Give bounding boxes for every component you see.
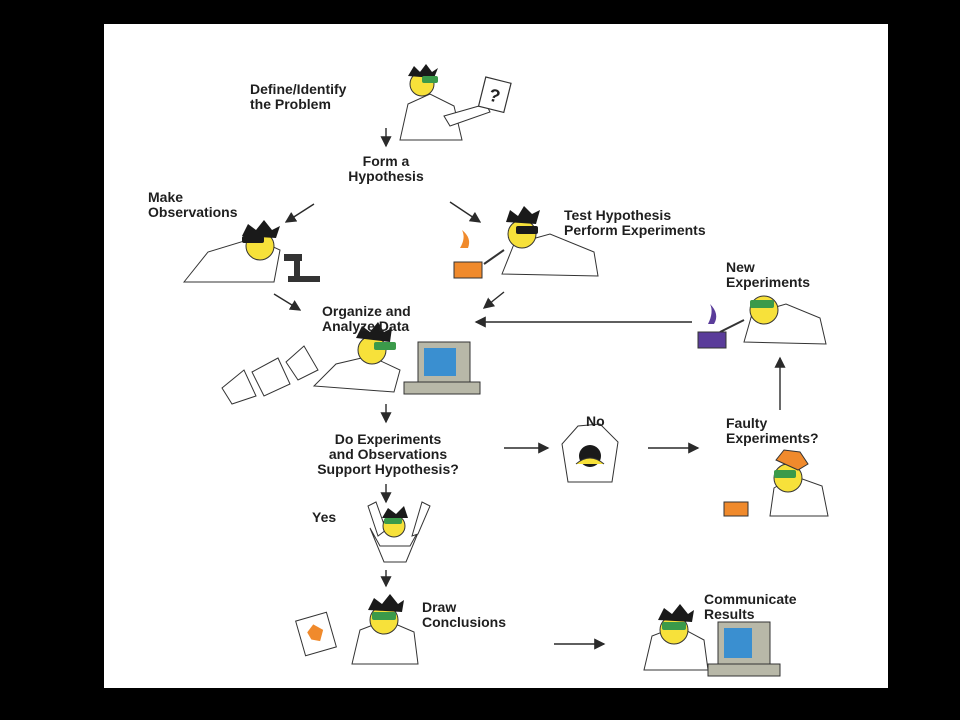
arrow-hypothesis-to-observe [284, 203, 315, 223]
label-draw-conclusions: Draw Conclusions [422, 599, 507, 630]
label-form-hypothesis: Form a Hypothesis [348, 153, 424, 184]
label-define-problem: Define/Identify the Problem [250, 81, 347, 112]
svg-text:?: ? [487, 85, 503, 107]
arrow-observe-to-organize [273, 293, 302, 311]
scientist-faulty-figure [723, 449, 829, 517]
label-new-experiments: New Experiments [726, 259, 811, 290]
scientist-communicate-figure [643, 604, 781, 677]
computer-icon [403, 341, 481, 395]
scientist-organize-figure [221, 322, 481, 405]
orange-beaker-icon [453, 230, 483, 279]
label-communicate-results: Communicate Results [704, 591, 797, 622]
arrow-test-to-organize [482, 291, 505, 309]
label-organize-data: Organize and Analyze Data [322, 303, 411, 334]
microscope-icon [284, 254, 320, 282]
conclusion-paper-icon [295, 611, 337, 657]
question-card: ? [477, 76, 512, 114]
scientist-no-figure [561, 423, 619, 483]
communicate-computer-icon [707, 621, 781, 677]
label-test-hypothesis: Test Hypothesis Perform Experiments [564, 207, 706, 238]
slide: ? [104, 24, 888, 688]
purple-beaker-icon [697, 304, 727, 349]
label-make-observations: Make Observations [148, 189, 238, 220]
arrow-hypothesis-to-test [449, 201, 482, 223]
scientist-observe-figure [182, 220, 320, 283]
scientist-yes-figure [367, 501, 431, 563]
scientist-new-experiments-figure [697, 295, 827, 349]
label-support-hypothesis: Do Experiments and Observations Support … [317, 431, 459, 477]
label-faulty-experiments: Faulty Experiments? [726, 415, 819, 446]
label-yes: Yes [312, 509, 337, 525]
scientist-define-figure: ? [399, 64, 512, 141]
flowchart-artwork: ? [182, 64, 829, 677]
paper-graphs-icon [221, 345, 319, 405]
scientist-conclusions-figure [295, 594, 419, 665]
scientist-test-figure [453, 206, 599, 279]
label-no: No [586, 413, 605, 429]
